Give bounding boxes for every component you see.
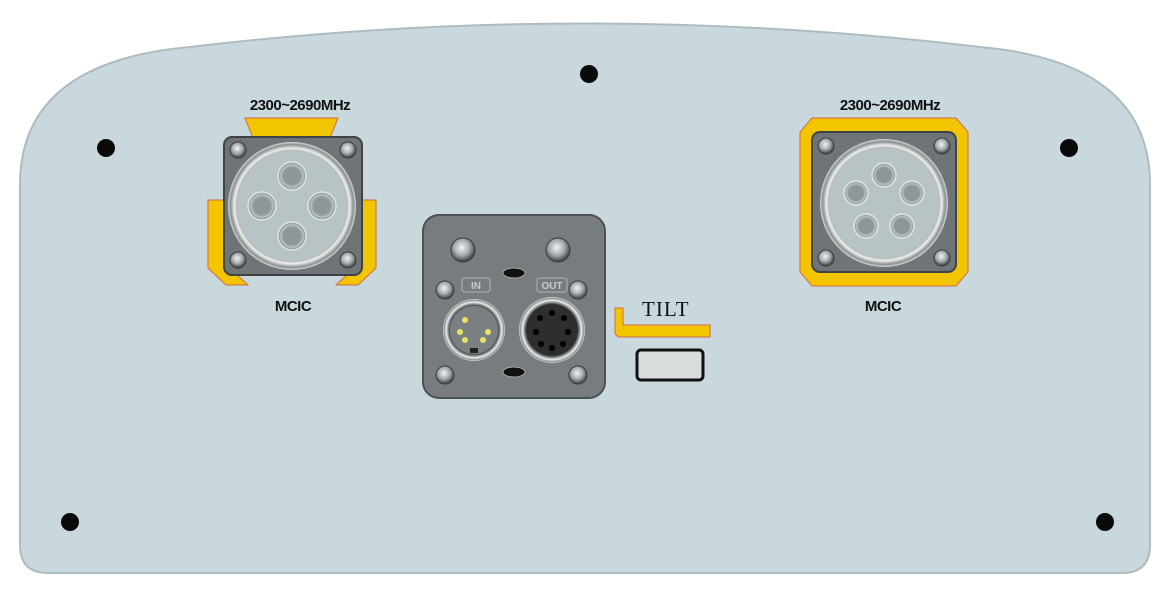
out-label: OUT	[541, 281, 562, 292]
in-label: IN	[471, 281, 481, 292]
aisg-in-connector	[443, 299, 505, 361]
left-type-label: MCIC	[275, 298, 312, 315]
mounting-hole	[61, 513, 79, 531]
right-band-label: 2300~2690MHz	[840, 97, 940, 114]
tilt-label: TILT	[642, 297, 690, 321]
tilt-window	[635, 348, 705, 382]
mounting-hole	[97, 139, 115, 157]
yellow-marker	[244, 117, 339, 139]
left-rf-connector: 2300~2690MHz MCIC	[207, 97, 377, 315]
yellow-marker	[614, 307, 711, 338]
aisg-out-connector	[519, 297, 585, 363]
left-band-label: 2300~2690MHz	[250, 97, 350, 114]
right-rf-connector: 2300~2690MHz MCIC	[799, 97, 969, 315]
mounting-hole	[580, 65, 598, 83]
mounting-holes	[61, 65, 1114, 531]
mounting-hole	[1096, 513, 1114, 531]
right-type-label: MCIC	[865, 298, 902, 315]
tilt-indicator: TILT	[614, 297, 711, 382]
ret-control-module: IN OUT	[422, 214, 606, 399]
mounting-hole	[1060, 139, 1078, 157]
